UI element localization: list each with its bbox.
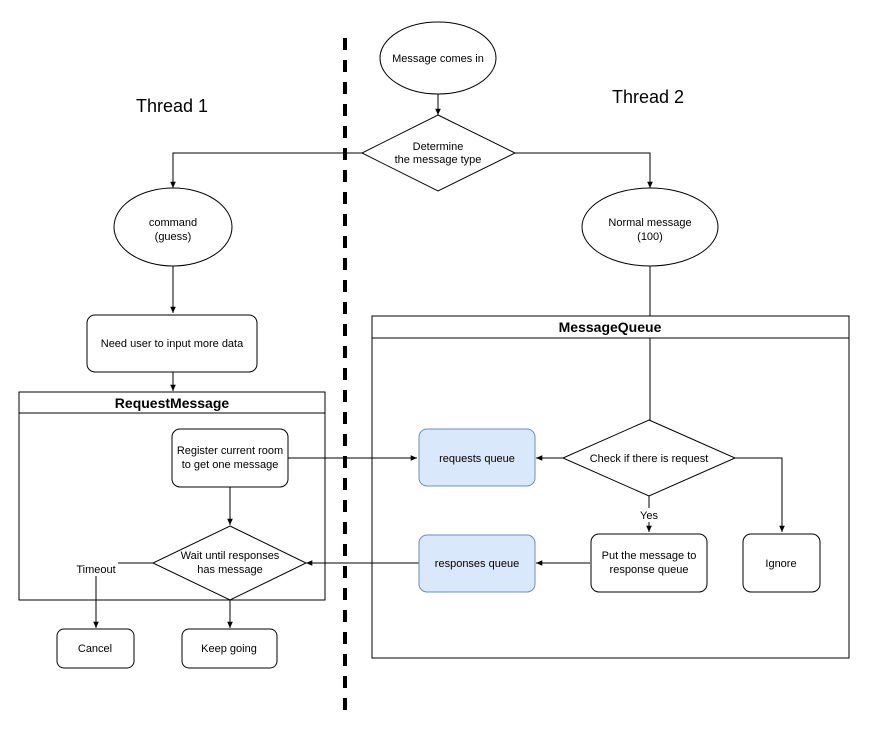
edge-label-timeout: Timeout [74, 562, 118, 576]
edge-determine-to-normal [515, 152, 653, 188]
svg-text:requests queue: requests queue [439, 453, 515, 465]
svg-text:Determine: Determine [413, 141, 464, 153]
node-command: command (guess) [113, 187, 233, 267]
node-message-comes-in: Message comes in [379, 21, 497, 95]
svg-text:Ignore: Ignore [765, 558, 796, 570]
request-message-container: RequestMessage [18, 391, 326, 601]
svg-text:responses queue: responses queue [435, 558, 519, 570]
svg-text:Yes: Yes [640, 510, 658, 522]
thread1-label: Thread 1 [136, 96, 208, 116]
node-need-input: Need user to input more data [86, 314, 258, 373]
node-cancel: Cancel [56, 628, 135, 669]
svg-text:Keep going: Keep going [201, 643, 257, 655]
svg-text:Message comes in: Message comes in [392, 53, 484, 65]
svg-text:(guess): (guess) [155, 231, 192, 243]
svg-text:Cancel: Cancel [78, 643, 112, 655]
svg-text:Put the message to: Put the message to [602, 550, 697, 562]
node-requests-queue: requests queue [418, 428, 536, 487]
request-message-title: RequestMessage [115, 395, 230, 411]
node-responses-queue: responses queue [418, 534, 536, 593]
node-check-request: Check if there is request [561, 419, 737, 497]
svg-text:to get one message: to get one message [182, 459, 279, 471]
svg-text:response queue: response queue [610, 564, 689, 576]
svg-text:Register current room: Register current room [177, 445, 283, 457]
node-wait-responses: Wait until responses has message [151, 525, 308, 601]
svg-text:Check if there is request: Check if there is request [590, 453, 709, 465]
message-queue-title: MessageQueue [559, 319, 662, 335]
edge-check-to-ignore [735, 457, 785, 532]
svg-text:Timeout: Timeout [76, 564, 115, 576]
node-put-message: Put the message to response queue [590, 533, 708, 593]
svg-text:the message type: the message type [395, 154, 482, 166]
edge-determine-to-command [170, 152, 362, 188]
node-ignore: Ignore [742, 533, 821, 593]
svg-text:Need user to input more data: Need user to input more data [101, 338, 244, 350]
edge-label-yes: Yes [638, 508, 660, 522]
message-queue-container: MessageQueue [371, 315, 850, 659]
node-register-room: Register current room to get one message [171, 428, 289, 488]
svg-text:(100): (100) [637, 231, 663, 243]
node-normal-message: Normal message (100) [581, 187, 719, 267]
thread2-label: Thread 2 [612, 87, 684, 107]
svg-text:Normal message: Normal message [608, 217, 691, 229]
svg-text:command: command [149, 217, 197, 229]
svg-text:has message: has message [197, 564, 262, 576]
svg-text:Wait until responses: Wait until responses [181, 550, 280, 562]
node-determine-type: Determine the message type [360, 114, 517, 192]
node-keep-going: Keep going [181, 628, 278, 669]
